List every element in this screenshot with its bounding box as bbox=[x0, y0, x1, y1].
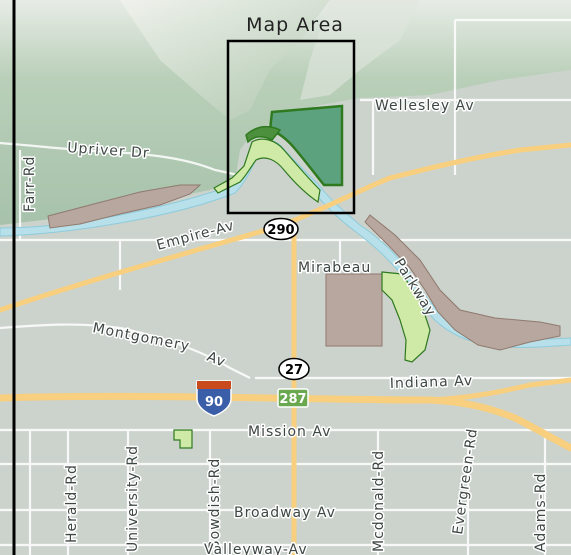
brown-parcels bbox=[47, 184, 561, 351]
label-adams[interactable]: Adams-Rd bbox=[532, 471, 551, 553]
route-27-number: 27 bbox=[285, 363, 303, 378]
interstate-90-number: 90 bbox=[205, 395, 223, 410]
park-mission-light bbox=[173, 429, 193, 449]
route-290-shield[interactable]: 290 bbox=[263, 217, 299, 241]
park-river-strip bbox=[245, 125, 282, 144]
park-lower-light bbox=[213, 138, 321, 204]
route-27-shield[interactable]: 27 bbox=[278, 357, 310, 381]
map-area-title: Map Area bbox=[246, 14, 344, 36]
label-university[interactable]: University-Rd bbox=[124, 443, 143, 553]
label-broadway[interactable]: Broadway Av bbox=[233, 504, 337, 523]
label-bowdish[interactable]: Bowdish-Rd bbox=[206, 456, 225, 551]
hills-ridge-2 bbox=[300, 0, 420, 100]
brown-parcel-square bbox=[325, 273, 383, 347]
park-mirabeau-light bbox=[381, 271, 431, 363]
label-mcdonald[interactable]: Mcdonald-Rd bbox=[370, 448, 389, 553]
interstate-90 bbox=[0, 392, 571, 452]
hills-ridge bbox=[120, 0, 330, 120]
label-herald[interactable]: Herald-Rd bbox=[63, 463, 82, 545]
interstate-90-shield[interactable]: 90 bbox=[196, 380, 232, 417]
label-farr[interactable]: Farr-Rd bbox=[21, 154, 40, 213]
label-wellesley[interactable]: Wellesley Av bbox=[374, 97, 476, 116]
label-mission[interactable]: Mission Av bbox=[247, 423, 332, 442]
minor-streets bbox=[0, 18, 571, 555]
map-area-box[interactable] bbox=[226, 39, 356, 215]
route-287-shield[interactable]: 287 bbox=[277, 388, 309, 408]
route-287-number: 287 bbox=[279, 392, 306, 407]
label-valleyway[interactable]: Valleyway-Av bbox=[203, 541, 309, 555]
route-290-number: 290 bbox=[267, 223, 294, 238]
interstate-90-branch bbox=[427, 377, 571, 403]
label-indiana[interactable]: Indiana Av bbox=[388, 372, 475, 394]
label-mirabeau[interactable]: Mirabeau bbox=[297, 259, 372, 278]
light-green-parks bbox=[173, 138, 431, 449]
